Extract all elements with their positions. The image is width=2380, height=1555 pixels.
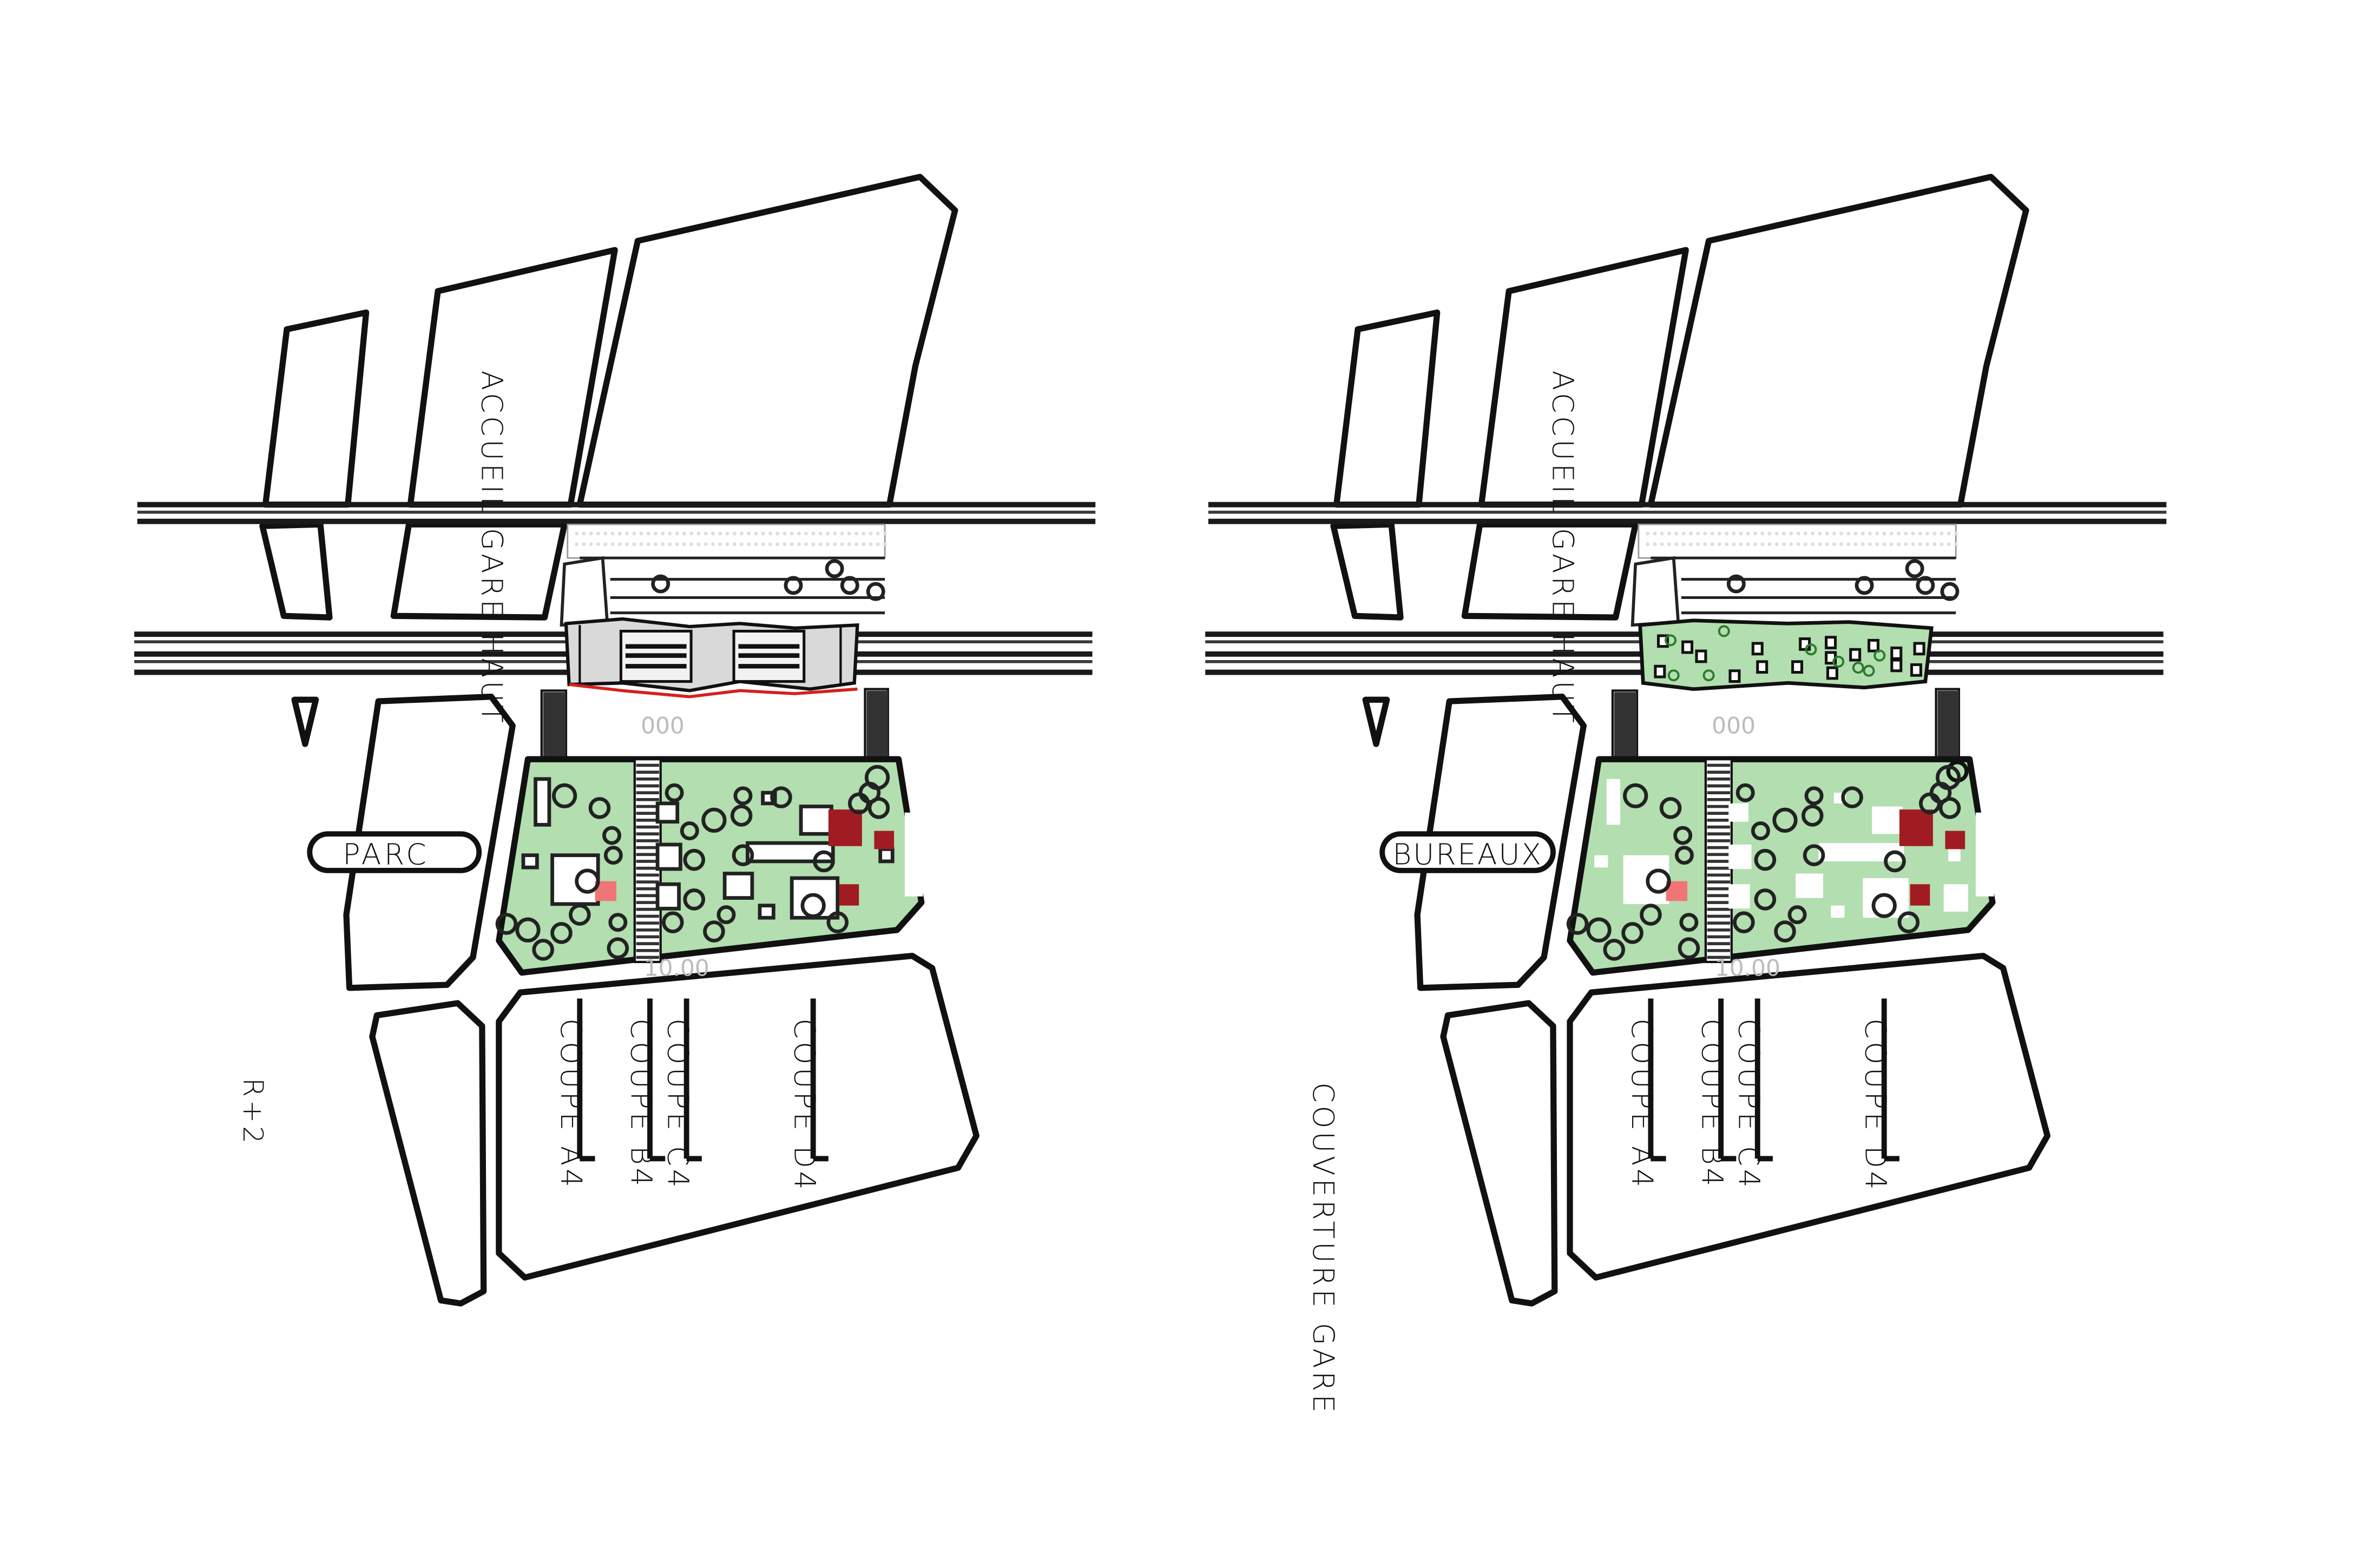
building-red (1910, 884, 1930, 906)
section-cut-label: COUPE D4 (1858, 1018, 1892, 1192)
city-block (390, 521, 568, 621)
section-cut-label: COUPE C4 (661, 1018, 695, 1190)
city-block (369, 1000, 487, 1307)
city-block (1461, 521, 1639, 621)
access-stairs (1611, 688, 1961, 763)
upper-plaza (1631, 523, 1960, 627)
city-block (1567, 953, 2051, 1281)
station-label: ACCUEIL GARE HAUT (475, 371, 509, 726)
section-cut-label: COUPE C4 (1732, 1018, 1766, 1190)
station-green-roof (1638, 618, 1934, 691)
building-red (874, 831, 895, 849)
section-cut-label: COUPE D4 (787, 1018, 821, 1192)
building-red (1945, 831, 1965, 849)
dim-label: 000 (1712, 712, 1756, 739)
city-block (1478, 247, 1689, 508)
section-cut-label: COUPE B4 (1695, 1018, 1730, 1189)
triangle-marker (291, 696, 319, 747)
city-block (1440, 1000, 1558, 1307)
park-features (495, 765, 895, 961)
city-block (259, 521, 333, 621)
edge-gap (1975, 812, 1994, 897)
section-cut-label: COUPE B4 (624, 1018, 659, 1189)
level-label: R+2 (237, 1078, 269, 1147)
city-block (1330, 521, 1404, 621)
zone-pill (307, 831, 482, 873)
building-red (828, 809, 862, 846)
zone-pill (1379, 831, 1556, 873)
dim-label: 000 (641, 712, 685, 739)
city-block (262, 309, 370, 508)
building-red (1899, 809, 1933, 846)
section-cut-label: COUPE A4 (554, 1018, 588, 1190)
svg-text:COUVERTURE GARE: COUVERTURE GARE (1306, 1083, 1340, 1416)
left-site-plan: 000 10.00 A (134, 174, 1096, 1307)
upper-plaza (560, 523, 887, 627)
svg-text:ACCUEIL GARE HAUT: ACCUEIL GARE HAUT (1546, 371, 1580, 726)
zone-label: PARC (343, 838, 429, 872)
station-platform (564, 617, 859, 699)
edge-gap (904, 812, 923, 897)
city-block (1333, 309, 1441, 508)
park-features (1566, 760, 1969, 961)
city-block (1647, 174, 2029, 508)
city-block (576, 174, 958, 508)
access-stairs (540, 688, 889, 763)
svg-text:ACCUEIL GARE HAUT: ACCUEIL GARE HAUT (475, 371, 509, 726)
city-block (407, 247, 618, 508)
station-label: ACCUEIL GARE HAUT (1546, 371, 1580, 726)
zone-label: BUREAUX (1392, 838, 1543, 872)
city-block (496, 953, 979, 1281)
dim-label: 10.00 (644, 954, 709, 981)
dim-label: 10.00 (1715, 954, 1780, 981)
cover-label: COUVERTURE GARE (1306, 1083, 1340, 1416)
right-site-plan: 000 10.00 AC (1205, 174, 2167, 1416)
section-cut-label: COUPE A4 (1625, 1018, 1659, 1190)
triangle-marker (1362, 696, 1390, 747)
building-red (839, 884, 859, 906)
svg-text:R+2: R+2 (237, 1078, 269, 1147)
